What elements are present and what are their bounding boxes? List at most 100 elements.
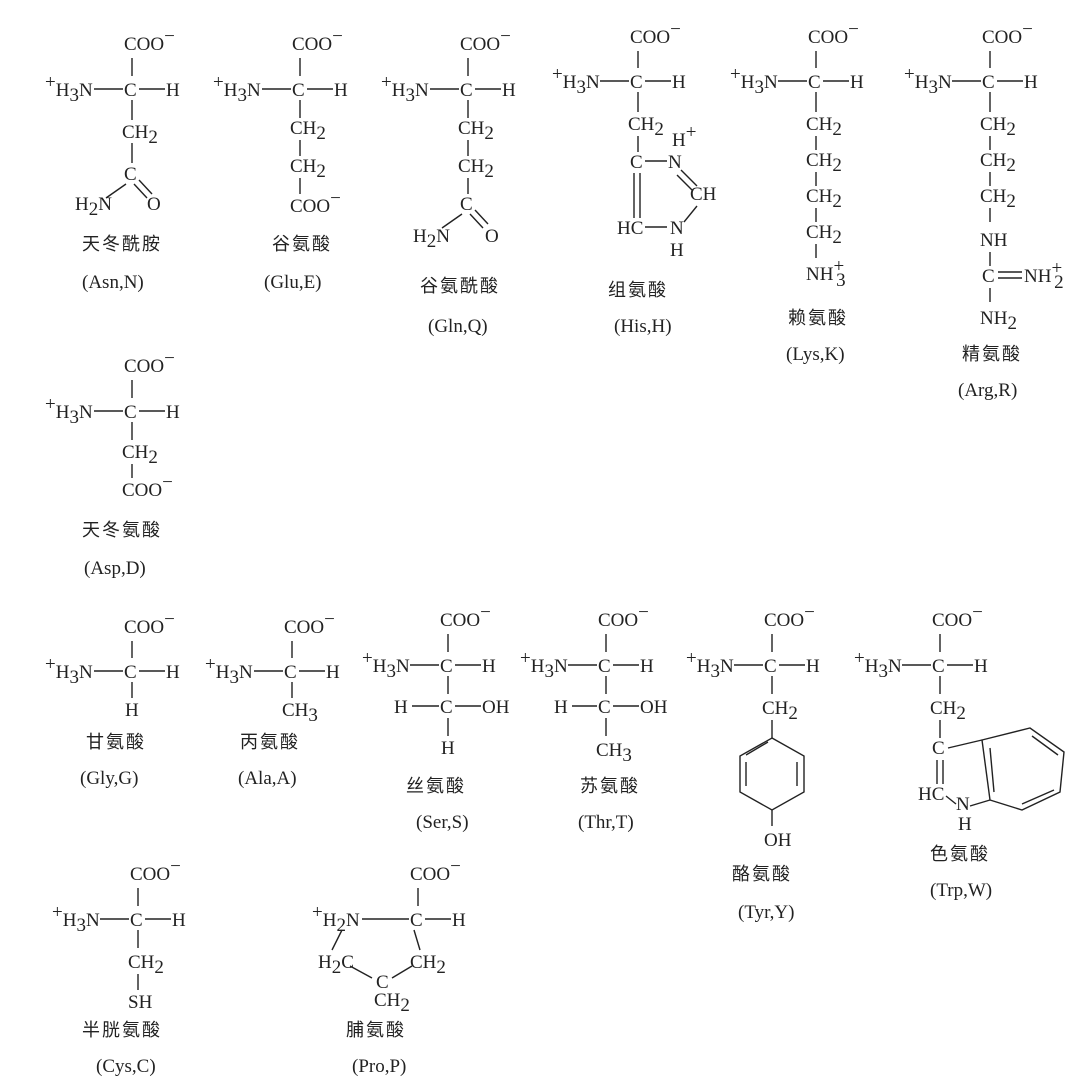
beta-carbon: C bbox=[440, 697, 453, 718]
molecule-gln: COO− +H3N C H CH2 CH2 C H2N O 谷氨酰酸 (Gln,… bbox=[381, 26, 516, 337]
methylene-label: CH2 bbox=[458, 118, 494, 144]
molecule-name: 色氨酸 bbox=[930, 844, 990, 865]
methylene-label: CH2 bbox=[806, 114, 842, 140]
methyl-label: CH3 bbox=[596, 740, 632, 766]
alpha-hydrogen: H bbox=[334, 80, 348, 101]
carbonyl-carbon: C bbox=[460, 194, 473, 215]
alpha-hydrogen: H bbox=[502, 80, 516, 101]
molecule-code: (His,H) bbox=[614, 316, 672, 337]
hydroxyl-label: OH bbox=[764, 830, 792, 851]
ammonium-label: +H3N bbox=[381, 72, 429, 106]
alpha-hydrogen: H bbox=[172, 910, 186, 931]
carboxylate-label: COO− bbox=[440, 602, 491, 631]
alpha-carbon: C bbox=[630, 72, 643, 93]
ring-nh-hydrogen: H bbox=[670, 240, 684, 261]
alpha-carbon: C bbox=[598, 656, 611, 677]
methylene-label: CH2 bbox=[806, 186, 842, 212]
phenol-ring bbox=[739, 737, 805, 811]
amide-oxygen: O bbox=[485, 226, 499, 247]
alpha-carbon: C bbox=[808, 72, 821, 93]
ammonium-label: +H3N bbox=[45, 394, 93, 428]
molecule-glu: COO− +H3N C H CH2 CH2 COO− 谷氨酸 (Glu,E) bbox=[213, 26, 348, 293]
molecule-code: (Asp,D) bbox=[84, 558, 146, 579]
ring-methylene: H2C bbox=[318, 952, 354, 978]
ammonium-label: +H3N bbox=[45, 72, 93, 106]
molecule-arg: COO− +H3N C H CH2 CH2 CH2 NH C NH+2 NH2 … bbox=[904, 19, 1064, 401]
molecule-gly: COO− +H3N C H H 甘氨酸 (Gly,G) bbox=[45, 609, 180, 789]
ammonium-label: +H3N bbox=[552, 64, 600, 98]
carboxylate-label: COO− bbox=[808, 19, 859, 48]
molecule-name: 谷氨酸 bbox=[272, 234, 332, 255]
molecule-code: (Ser,S) bbox=[416, 812, 469, 833]
side-chain-hydrogen: H bbox=[125, 700, 139, 721]
molecule-ala: COO− +H3N C H CH3 丙氨酸 (Ala,A) bbox=[205, 609, 340, 789]
molecule-code: (Tyr,Y) bbox=[738, 902, 794, 923]
molecule-code: (Glu,E) bbox=[264, 272, 322, 293]
molecule-name: 苏氨酸 bbox=[580, 776, 640, 797]
carboxylate-label: COO− bbox=[764, 602, 815, 631]
guanidino-iminium: NH+2 bbox=[1024, 258, 1064, 293]
alpha-carbon: C bbox=[124, 662, 137, 683]
molecule-name: 组氨酸 bbox=[608, 280, 668, 301]
carboxylate-label: COO− bbox=[598, 602, 649, 631]
molecule-lys: COO− +H3N C H CH2 CH2 CH2 CH2 NH+3 赖氨酸 (… bbox=[730, 19, 864, 365]
alpha-hydrogen: H bbox=[452, 910, 466, 931]
molecule-name: 甘氨酸 bbox=[86, 732, 146, 753]
alpha-hydrogen: H bbox=[1024, 72, 1038, 93]
molecule-code: (Ala,A) bbox=[238, 768, 297, 789]
molecule-ser: COO− +H3N C H H C OH H 丝氨酸 (Ser,S) bbox=[362, 602, 510, 833]
guanidino-carbon: C bbox=[982, 266, 995, 287]
molecule-trp: COO− +H3N C H CH2 C HC N H 色氨酸 (Trp,W) bbox=[854, 602, 1065, 901]
methylene-label: CH2 bbox=[122, 442, 158, 468]
ring-carbon: C bbox=[376, 972, 389, 993]
beta-carbon: C bbox=[598, 697, 611, 718]
ammonium-label: +H3N bbox=[205, 654, 253, 688]
guanidino-nh: NH bbox=[980, 230, 1008, 251]
methylene-label: CH2 bbox=[980, 150, 1016, 176]
molecule-name: 天冬氨酸 bbox=[82, 520, 162, 541]
ring-carbon-hydrogens: CH2 bbox=[374, 990, 410, 1016]
carbonyl-carbon: C bbox=[124, 164, 137, 185]
beta-hydrogen: H bbox=[441, 738, 455, 759]
methylene-label: CH2 bbox=[290, 156, 326, 182]
ammonium-label: +H3N bbox=[213, 72, 261, 106]
thiol-label: SH bbox=[128, 992, 153, 1013]
guanidino-amine: NH2 bbox=[980, 308, 1017, 334]
carboxylate-label: COO− bbox=[982, 19, 1033, 48]
ring-carbon: C bbox=[630, 152, 643, 173]
methylene-label: CH2 bbox=[458, 156, 494, 182]
carboxylate-label: COO− bbox=[124, 609, 175, 638]
indole-hc: HC bbox=[918, 784, 944, 805]
molecule-name: 赖氨酸 bbox=[788, 308, 848, 329]
methyl-label: CH3 bbox=[282, 700, 318, 726]
molecule-code: (Lys,K) bbox=[786, 344, 845, 365]
indole-carbon: C bbox=[932, 738, 945, 759]
molecule-asp: COO− +H3N C H CH2 COO− 天冬氨酸 (Asp,D) bbox=[45, 348, 180, 579]
amide-nitrogen: H2N bbox=[75, 194, 112, 220]
ammonium-label: +H3N bbox=[904, 64, 952, 98]
molecule-tyr: COO− +H3N C H CH2 OH 酪氨酸 (Tyr,Y) bbox=[686, 602, 820, 923]
molecule-code: (Thr,T) bbox=[578, 812, 634, 833]
molecule-name: 丙氨酸 bbox=[240, 732, 300, 753]
methylene-label: CH2 bbox=[980, 186, 1016, 212]
methylene-label: CH2 bbox=[930, 698, 966, 724]
alpha-hydrogen: H bbox=[806, 656, 820, 677]
methylene-label: CH2 bbox=[980, 114, 1016, 140]
ring-methylene: CH2 bbox=[410, 952, 446, 978]
alpha-hydrogen: H bbox=[166, 662, 180, 683]
alpha-hydrogen: H bbox=[166, 80, 180, 101]
alpha-carbon: C bbox=[292, 80, 305, 101]
molecule-name: 丝氨酸 bbox=[406, 776, 466, 797]
ammonium-label: +H3N bbox=[362, 648, 410, 682]
molecule-code: (Pro,P) bbox=[352, 1056, 406, 1077]
carboxylate-label: COO− bbox=[290, 188, 341, 217]
molecule-code: (Cys,C) bbox=[96, 1056, 156, 1077]
carboxylate-label: COO− bbox=[122, 472, 173, 501]
carboxylate-label: COO− bbox=[124, 348, 175, 377]
ring-protonated-hydrogen: H+ bbox=[672, 122, 696, 151]
carboxylate-label: COO− bbox=[292, 26, 343, 55]
alpha-carbon: C bbox=[130, 910, 143, 931]
ammonium-label: +H3N bbox=[686, 648, 734, 682]
molecule-his: COO− +H3N C H CH2 C N H+ CH HC N H 组氨酸 (… bbox=[552, 19, 717, 337]
